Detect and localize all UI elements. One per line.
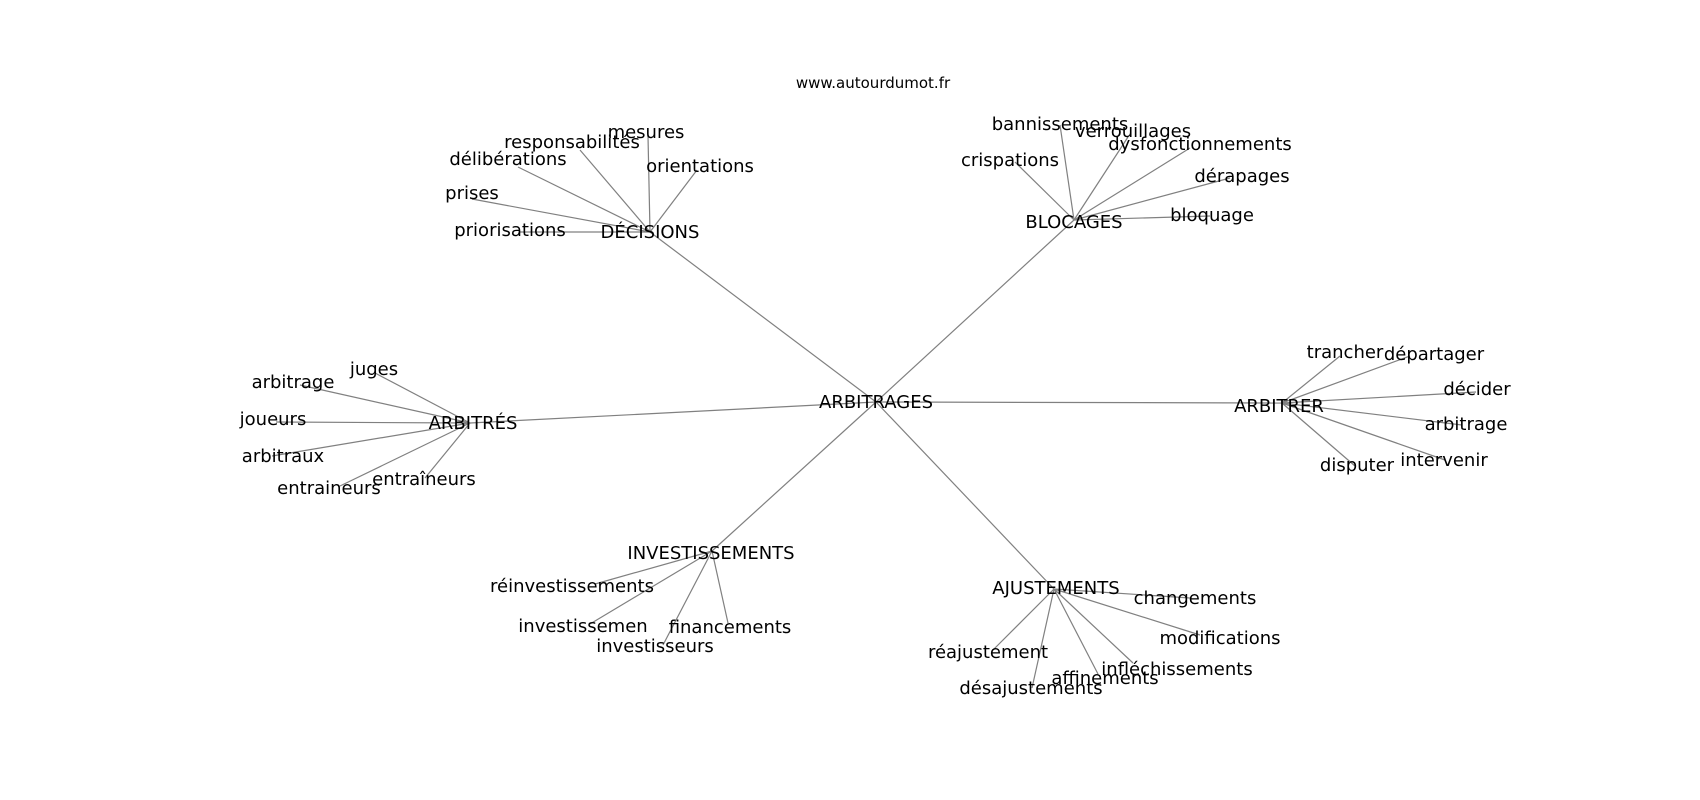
word-node: prises: [445, 183, 499, 204]
edges: [271, 124, 1477, 689]
word-node: priorisations: [454, 220, 566, 241]
word-node: entraineurs: [277, 478, 381, 499]
word-node: investissemen: [518, 616, 647, 637]
word-node: bannissements: [992, 114, 1129, 135]
edge-hub-word: [1031, 588, 1055, 689]
edge-hub-word: [1281, 355, 1341, 404]
word-node: arbitrage: [252, 372, 335, 393]
word-node: infléchissements: [1101, 659, 1252, 680]
edge-root-hub: [711, 401, 877, 552]
edge-root-hub: [649, 231, 877, 403]
edge-hub-word: [1281, 402, 1463, 426]
edge-hub-word: [594, 550, 713, 585]
edge-hub-word: [374, 372, 471, 424]
edge-hub-word: [579, 149, 651, 233]
word-node: départager: [1384, 344, 1485, 365]
edge-hub-word: [589, 550, 713, 625]
word-node: décider: [1443, 379, 1511, 400]
hub-node: BLOCAGES: [1025, 212, 1122, 233]
edge-hub-word: [471, 198, 651, 233]
word-node: verrouillages: [1075, 121, 1191, 142]
edge-hub-word: [1059, 124, 1075, 221]
word-node: désajustements: [959, 678, 1102, 699]
word-node: intervenir: [1400, 450, 1488, 471]
word-node: réajustement: [928, 642, 1048, 663]
word-node: trancher: [1307, 342, 1384, 363]
edge-hub-word: [649, 169, 698, 233]
word-node: disputer: [1320, 455, 1395, 476]
edge-hub-word: [1281, 355, 1411, 404]
edge-hub-word: [662, 550, 713, 646]
edge-hub-word: [1073, 136, 1129, 221]
edge-hub-word: [275, 421, 471, 424]
word-node: dérapages: [1194, 166, 1289, 187]
word-node: délibérations: [449, 149, 566, 170]
edge-root-hub: [875, 401, 1283, 404]
word-node: dysfonctionnements: [1108, 134, 1292, 155]
labels: www.autourdumot.fr ARBITRAGES DÉCISIONS me…: [239, 74, 1512, 699]
edge-root-hub: [875, 401, 1055, 590]
word-node: orientations: [646, 156, 754, 177]
edge-hub-word: [1014, 161, 1075, 221]
edge-hub-word: [1053, 588, 1191, 599]
edge-hub-word: [517, 166, 651, 233]
word-node: investisseurs: [596, 636, 714, 657]
edge-root-hub: [469, 401, 877, 424]
hub-node: ARBITRER: [1234, 396, 1324, 417]
word-node: changements: [1134, 588, 1257, 609]
edge-hub-word: [647, 135, 651, 233]
edge-hub-word: [1073, 147, 1191, 221]
hub-node: AJUSTEMENTS: [992, 578, 1119, 599]
edge-hub-word: [1281, 402, 1356, 467]
word-node: réinvestissements: [490, 576, 654, 597]
root-node: ARBITRAGES: [819, 392, 933, 413]
edge-hub-word: [1053, 588, 1099, 675]
edge-hub-word: [991, 588, 1055, 652]
word-node: arbitraux: [242, 446, 325, 467]
hub-node: DÉCISIONS: [601, 221, 700, 243]
edge-hub-word: [424, 422, 471, 479]
hub-node: INVESTISSEMENTS: [627, 543, 794, 564]
edge-hub-word: [1281, 391, 1477, 404]
word-node: bloquage: [1170, 205, 1254, 226]
edge-hub-word: [1281, 402, 1446, 461]
edge-hub-word: [271, 422, 471, 457]
word-node: entraîneurs: [372, 469, 476, 490]
edge-hub-word: [1053, 588, 1134, 664]
word-node: financements: [669, 617, 792, 638]
edge-hub-word: [339, 422, 471, 487]
word-node: mesures: [608, 122, 685, 143]
hub-node: ARBITRÉS: [429, 412, 518, 434]
word-node: responsabilités: [504, 132, 640, 153]
word-node: affinements: [1051, 668, 1158, 689]
edge-hub-word: [1073, 177, 1231, 221]
word-node: modifications: [1159, 628, 1280, 649]
edge-hub-word: [1073, 215, 1211, 221]
source-label: www.autourdumot.fr: [796, 74, 951, 92]
edge-root-hub: [875, 219, 1075, 403]
word-node: juges: [349, 359, 398, 380]
edge-hub-word: [299, 384, 471, 424]
edge-hub-word: [1053, 588, 1201, 636]
edge-hub-word: [711, 550, 729, 624]
word-node: joueurs: [239, 409, 307, 430]
word-node: arbitrage: [1425, 414, 1508, 435]
word-node: crispations: [961, 150, 1059, 171]
